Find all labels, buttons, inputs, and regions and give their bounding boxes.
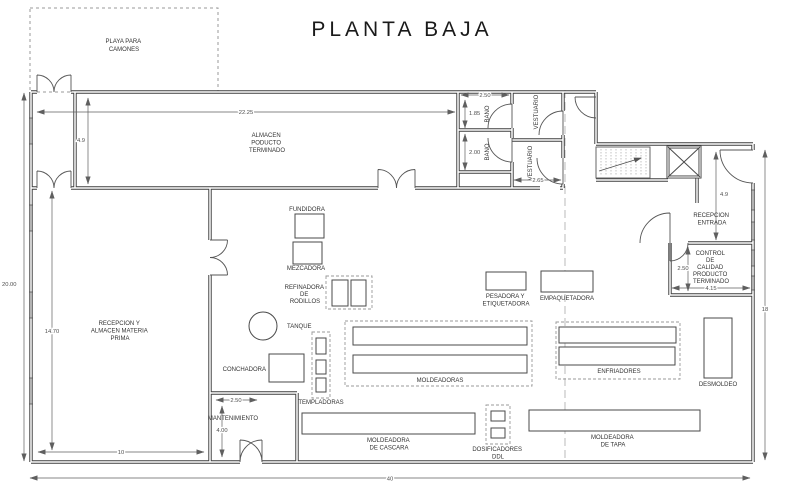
label-moldeadora-cascara: MOLDEADORA DE CASCARA (367, 438, 411, 452)
moldeadora-tapa-machine (528, 409, 701, 432)
enfriador-1 (558, 326, 677, 344)
dimensions: 22.25 4.9 2.50 1.85 2.00 2.65 4.9 2.50 4… (1, 92, 770, 484)
pesadora-machine (485, 271, 527, 291)
label-pesadora: PESADORA Y ETIQUETADORA (483, 294, 530, 308)
label-recepcion-entrada: RECEPCION ENTRADA (693, 213, 730, 227)
templadoras-zone (311, 331, 331, 399)
dimension-alto-recepcion: 4.9 (720, 192, 728, 198)
tanque-shape (248, 311, 278, 341)
equipment-shapes (248, 213, 733, 445)
dimension-alto-bano2: 2.00 (469, 150, 480, 156)
label-moldeadoras: MOLDEADORAS (417, 378, 464, 384)
double-door-almacen-right (377, 169, 416, 189)
door-corridor-corner (574, 96, 597, 119)
label-refinadora: REFINADORA DE RODILLOS (285, 285, 326, 305)
door-recepcion-entrada (639, 212, 671, 244)
room-labels: PLAYA PARA CAMONES ALMACEN PODUCTO TERMI… (91, 39, 730, 422)
label-templadoras: TEMPLADORAS (298, 400, 343, 406)
walls (29, 90, 755, 464)
dimension-ancho-vestuario: 2.65 (532, 178, 543, 184)
refinadora-machine-1 (331, 279, 349, 307)
dimension-alto-almacen: 4.9 (77, 138, 85, 144)
double-swing-door-mantenimiento (239, 439, 263, 463)
dimension-alto-bano1: 1.85 (469, 111, 480, 117)
label-control-calidad: CONTROL DE CALIDAD PRODUCTO TERMINADO (693, 251, 729, 285)
enfriadores-zone (555, 321, 681, 380)
refinadora-machine-2 (350, 279, 367, 307)
door-control-calidad (669, 242, 689, 262)
dimension-ancho-mantenimiento: 2.50 (230, 398, 241, 404)
label-bano-1: BANO (485, 105, 491, 122)
label-almacen-producto-terminado: ALMACEN PODUCTO TERMINADO (249, 133, 285, 154)
dimension-alto-mantenimiento: 4.00 (216, 428, 227, 434)
label-desmoldeo: DESMOLDEO (699, 382, 738, 388)
equipment-labels: FUNDIDORA MEZCADORA REFINADORA DE RODILL… (223, 207, 738, 461)
moldeadoras-zone (344, 320, 533, 387)
door-bano-2 (487, 137, 513, 163)
dimension-ancho-materia-prima: 10 (118, 450, 124, 456)
empaquetadora-machine (540, 270, 594, 293)
moldeadora-line-2 (352, 354, 528, 374)
door-bano-1 (487, 103, 513, 129)
label-empaquetadora: EMPAQUETADORA (540, 296, 594, 302)
staircase (595, 146, 651, 179)
elevator (666, 145, 702, 179)
dimension-ancho-total: 40 (387, 477, 393, 483)
label-mezcadora: MEZCADORA (287, 266, 325, 272)
label-mantenimiento: MANTENIMIENTO (208, 416, 259, 422)
conchadora-machine (268, 353, 305, 383)
label-dosificadores: DOSIFICADORES DDL (472, 447, 523, 461)
templadora-1 (315, 337, 327, 355)
fundidora-machine (294, 213, 325, 239)
door-vestuario-1 (538, 110, 564, 136)
templadora-2 (315, 359, 327, 375)
double-door-truck-yard (36, 74, 72, 93)
dimension-alto-control: 2.50 (677, 266, 688, 272)
moldeadora-line-1 (352, 326, 528, 346)
moldeadora-cascara-machine (301, 412, 476, 435)
label-truck-yard: PLAYA PARA CAMONES (105, 39, 142, 53)
enfriador-2 (558, 346, 676, 366)
mezcadora-machine (292, 241, 323, 265)
dosificador-1 (490, 410, 506, 422)
dimension-ancho-almacen: 22.25 (239, 110, 254, 116)
label-conchadora: CONCHADORA (223, 367, 266, 373)
label-materia-prima: RECEPCION Y ALMACEN MATERIA PRIMA (91, 321, 149, 342)
door-vestuario-2 (536, 157, 564, 185)
label-enfriadores: ENFRIADORES (597, 369, 640, 375)
label-vestuario-2: VESTUARIO (528, 145, 534, 180)
dosificadores-zone (485, 404, 511, 445)
dosificador-2 (490, 427, 506, 439)
door-main-entrance (719, 149, 754, 184)
refinadora-zone (325, 275, 373, 310)
dimension-ancho-bano: 2.50 (479, 93, 490, 99)
label-tanque: TANQUE (287, 324, 312, 330)
dimension-ancho-control: 4.15 (705, 286, 716, 292)
page-title: PLANTA BAJA (311, 18, 492, 41)
dimension-alto-materia-prima: 14.70 (45, 329, 60, 335)
doors (36, 74, 754, 463)
dimension-alto-total: 20.00 (2, 282, 17, 288)
templadora-3 (315, 377, 327, 393)
windows (28, 117, 756, 405)
label-fundidora: FUNDIDORA (289, 207, 325, 213)
desmoldeo-machine (703, 317, 733, 379)
double-door-almacen-left (36, 170, 72, 189)
dimension-alto-derecha: 18 (762, 307, 768, 313)
label-vestuario-1: VESTUARIO (534, 94, 540, 129)
label-moldeadora-tapa: MOLDEADORA DE TAPA (591, 435, 635, 449)
label-bano-2: BANO (485, 143, 491, 160)
double-door-materia-prima (209, 239, 228, 276)
